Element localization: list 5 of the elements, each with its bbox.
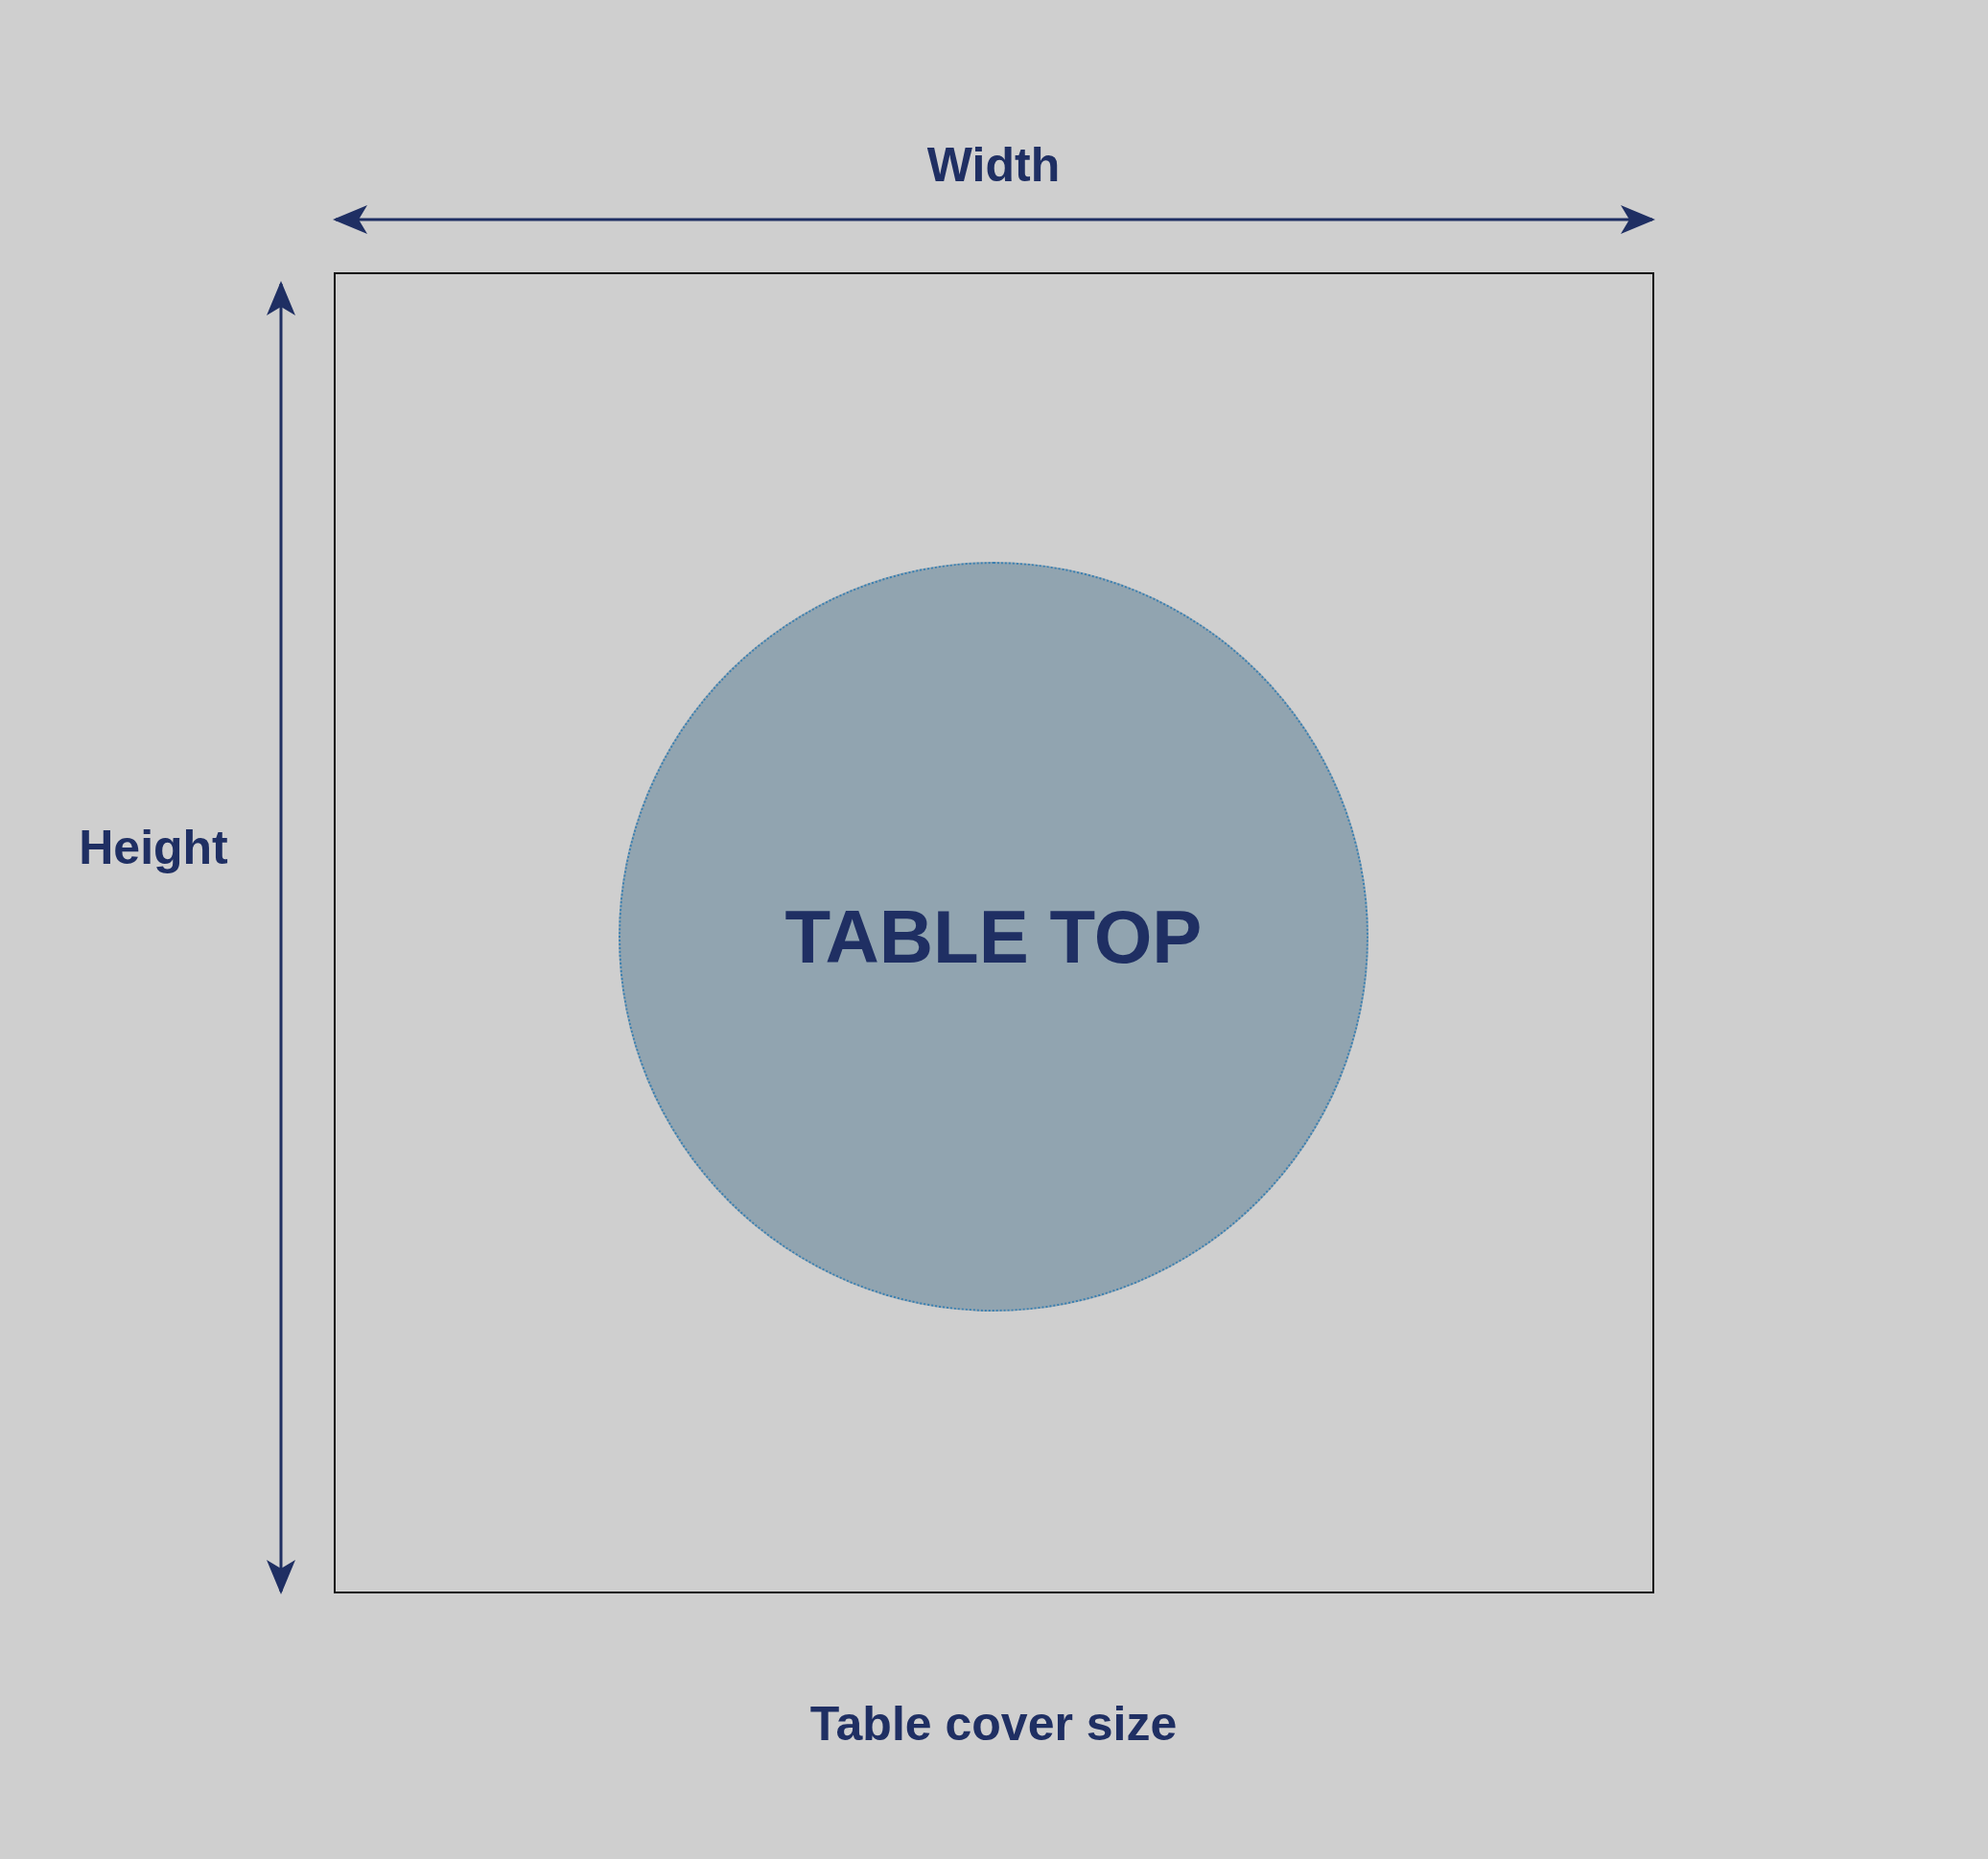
table-cover-outline bbox=[334, 272, 1654, 1593]
shape-label: TABLE TOP bbox=[784, 893, 1203, 981]
dimension-label: Width bbox=[926, 137, 1061, 193]
caption: Table cover size bbox=[809, 1696, 1178, 1752]
dimension-label: Height bbox=[79, 820, 228, 875]
